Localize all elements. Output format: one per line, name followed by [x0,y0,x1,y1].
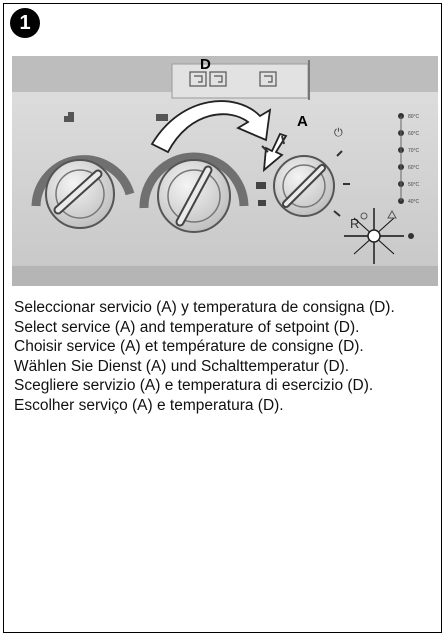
panel-bottom-bar [12,266,438,286]
caption-line-italian: Scegliere servizio (A) e temperatura di … [14,377,374,394]
label-d: D [200,56,211,73]
reset-label: R [350,216,359,231]
caption-line-german: Wählen Sie Dienst (A) und Schalttemperat… [14,357,350,375]
service-mode-icons [256,182,266,206]
temp-label: 70°C [408,148,420,154]
dhw-scale-arc [139,152,249,209]
temp-label: 50°C [408,182,420,188]
service-selector-dial-ticks [261,135,350,217]
setpoint-rotation-arrow [150,100,272,154]
boiler-control-panel-illustration: D A [12,56,438,286]
temp-label: 60°C [408,131,420,137]
temperature-led-column [398,113,404,204]
power-off-icon: ⏻ [334,127,343,139]
multilingual-caption: Seleccionar servicio (A) y temperatura d… [14,298,438,415]
caption-line-spanish: Seleccionar servicio (A) y temperatura d… [14,299,395,316]
heating-temperature-knob [45,159,115,229]
dhw-temperature-knob [157,159,231,233]
temperature-scale-labels: 80°C 60°C 70°C 60°C 50°C 40°C [408,114,420,205]
instruction-frame: 1 D [3,3,442,633]
step-number-badge: 1 [10,8,40,38]
caption-line-french: Choisir service (A) et température de co… [14,338,364,355]
tap-small-icon [156,114,168,121]
service-selector-knob [273,155,335,217]
display-icons [189,71,277,87]
caption-line-english: Select service (A) and temperature of se… [14,318,360,336]
temp-label: 40°C [408,199,420,205]
caption-line-portuguese: Escolher serviço (A) e temperatura (D). [14,396,284,414]
fault-icons [360,209,397,220]
display-tab [171,63,309,99]
label-a: A [297,113,308,130]
flashing-fault-led [344,208,414,264]
radiator-small-icon [64,112,74,122]
service-selection-arrow [262,132,288,173]
temp-label: 60°C [408,165,420,171]
temp-label: 80°C [408,114,420,120]
